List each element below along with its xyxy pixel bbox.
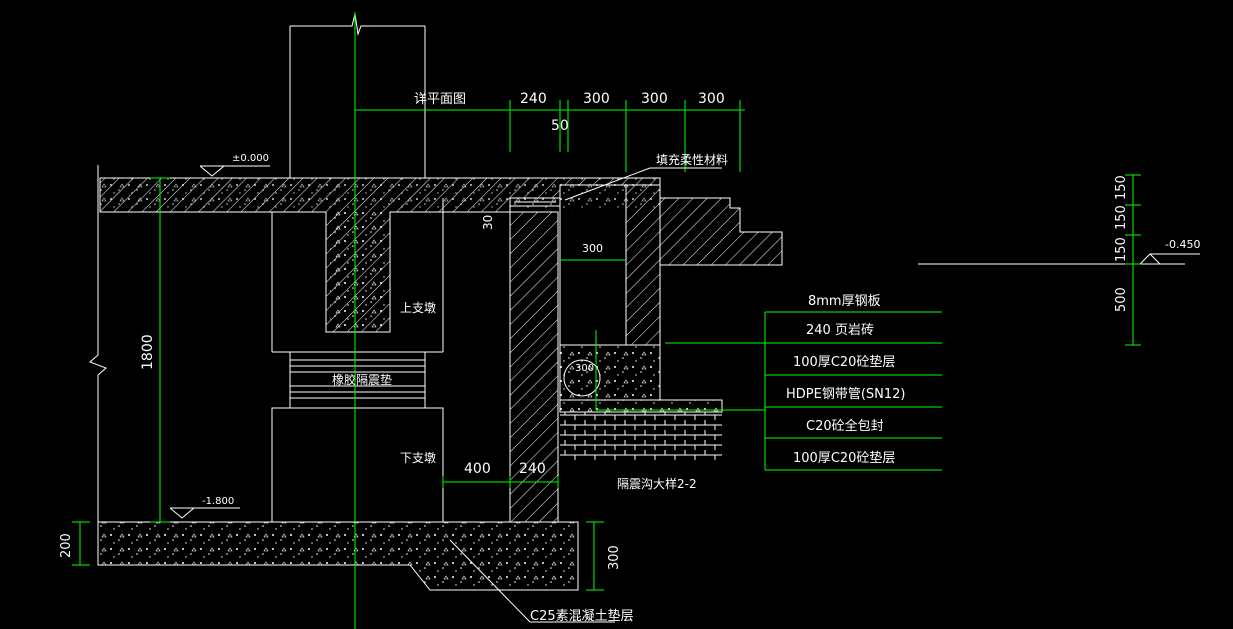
rubber-bearing [289, 351, 426, 409]
top-dim-240: 240 [520, 91, 547, 107]
elev-top: ±0.000 [232, 153, 269, 164]
legend-hdpe-pipe: HDPE钢带管(SN12) [786, 387, 906, 402]
top-dim-300-a: 300 [583, 91, 610, 107]
dim-50: 50 [551, 118, 569, 134]
top-dim-300-c: 300 [698, 91, 725, 107]
trench-wall [559, 184, 783, 346]
dim-1800-line [150, 177, 170, 523]
dim-300-base-line [586, 521, 604, 591]
base-label-leader [449, 539, 615, 623]
right-dim-150-b: 150 [1114, 205, 1129, 230]
legend-leaders [595, 311, 942, 471]
base-slab [97, 521, 579, 591]
column-outline [289, 13, 426, 178]
label-lower-pier: 下支墩 [400, 451, 436, 465]
dim-400: 400 [464, 461, 491, 477]
legend-c20-cushion-a: 100厚C20砼垫层 [793, 354, 895, 370]
elev-right-marker [918, 253, 1200, 265]
label-upper-pier: 上支墩 [400, 301, 436, 315]
legend-c20-encasement: C20砼全包封 [806, 418, 884, 434]
label-fill-material: 填充柔性材料 [656, 152, 728, 167]
right-dim-150-c: 150 [1114, 237, 1129, 262]
elev-right: -0.450 [1165, 238, 1200, 251]
dim-1800: 1800 [140, 334, 156, 370]
label-rubber-bearing: 橡胶隔震垫 [332, 372, 392, 387]
left-wall-outline [89, 165, 107, 522]
slab-dots [100, 178, 660, 212]
dim-240-bottom: 240 [519, 461, 546, 477]
right-dimension-line [1125, 174, 1141, 346]
retaining-wall [509, 211, 559, 523]
elev-top-marker [199, 165, 270, 177]
dim-200-line [72, 521, 90, 566]
fill-label-leader [564, 167, 722, 201]
label-base-concrete: C25素混凝土垫层 [530, 608, 634, 624]
top-dim-300-b: 300 [641, 91, 668, 107]
lower-pier [271, 407, 444, 523]
top-dimension-line [355, 100, 745, 172]
plan-label: 详平面图 [414, 92, 466, 107]
right-dim-500: 500 [1114, 287, 1129, 312]
filler-strip [509, 197, 561, 207]
dim-300-mid: 300 [582, 242, 603, 255]
pipe-300: 300 [575, 363, 594, 374]
legend-steel-plate: 8mm厚钢板 [808, 294, 881, 309]
dim-30: 30 [481, 215, 495, 230]
label-trench-detail: 隔震沟大样2-2 [617, 476, 697, 491]
elev-bottom: -1.800 [202, 496, 234, 507]
legend-shale-brick: 240 页岩砖 [806, 323, 874, 338]
right-dim-150-a: 150 [1114, 175, 1129, 200]
elev-bottom-marker [169, 507, 240, 519]
legend-c20-cushion-b: 100厚C20砼垫层 [793, 450, 895, 466]
dim-200: 200 [59, 533, 74, 558]
dim-300-base: 300 [607, 545, 622, 570]
dim-bottom-line [442, 476, 559, 488]
trench-bottom [559, 344, 723, 460]
